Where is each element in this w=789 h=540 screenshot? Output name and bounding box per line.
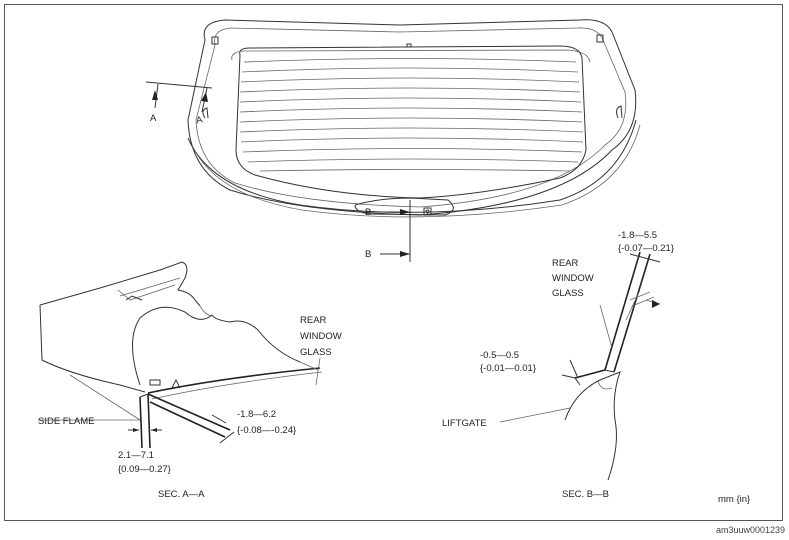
units-label: mm {in} [718, 494, 750, 505]
rear-window-glass-label-b-1: REAR [552, 258, 579, 269]
dim-a-flush-mm: -1.8—6.2 [237, 409, 276, 420]
image-code: am3uuw0001239 [715, 525, 785, 535]
section-a-title: SEC. A—A [158, 489, 205, 500]
dim-b-gap-in: {-0.01—0.01} [480, 363, 536, 374]
section-a-cut-marker: A A [145, 81, 213, 126]
dim-b-gap-mm: -0.5—0.5 [480, 350, 519, 361]
rear-window-glass-label-b-2: WINDOW [552, 273, 594, 284]
section-a-detail [38, 261, 323, 449]
dim-a-gap-mm: 2.1—7.1 [118, 450, 154, 461]
section-b-detail [499, 251, 661, 481]
section-b-title: SEC. B—B [562, 489, 609, 500]
rear-window-glass-label-a-3: GLASS [300, 347, 332, 358]
rear-window-glass-label-a-2: WINDOW [300, 331, 342, 342]
dim-b-flush-in: {-0.07—0.21} [618, 243, 674, 254]
section-a-label-right: A [195, 114, 204, 126]
side-flame-label: SIDE FLAME [38, 416, 95, 427]
rear-window-glass-label-b-3: GLASS [552, 288, 584, 299]
section-a-label-left: A [150, 113, 157, 124]
dim-a-gap-in: {0.09—0.27} [118, 464, 171, 475]
section-b-label-top: B [365, 207, 371, 218]
liftgate-top-view [187, 19, 641, 218]
dim-a-flush-in: {-0.08—-0.24} [237, 425, 296, 436]
dim-b-flush-mm: -1.8—5.5 [618, 230, 657, 241]
section-b-cut-marker: B B [365, 200, 411, 262]
rear-window-glass-label-a-1: REAR [300, 315, 327, 326]
section-b-label-bottom: B [365, 249, 371, 260]
diagram-frame [4, 4, 783, 521]
liftgate-label: LIFTGATE [442, 418, 487, 429]
